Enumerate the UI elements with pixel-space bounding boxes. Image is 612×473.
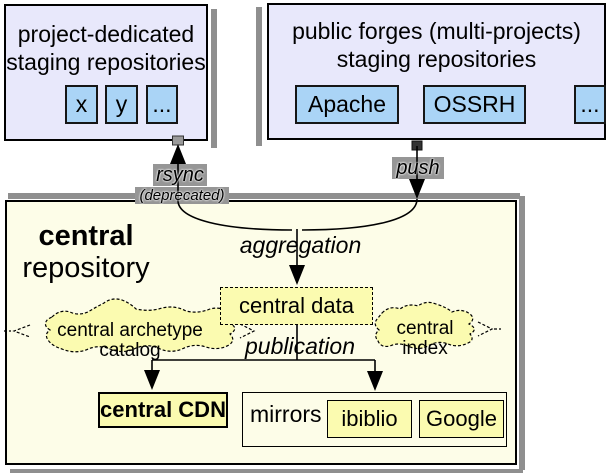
mirrors-box — [242, 392, 507, 447]
project-staging-title: project-dedicated staging repositories — [6, 20, 206, 76]
forge-ossrh: OSSRH — [423, 85, 526, 124]
public-forges-title-line2: staging repositories — [336, 46, 537, 72]
rsync-label-chip — [153, 164, 207, 186]
project-staging-title-line1: project-dedicated — [17, 21, 195, 47]
shadow-strip-central-right — [519, 196, 525, 470]
staging-repo-x: x — [65, 85, 98, 124]
push-label-chip — [392, 157, 444, 179]
central-data-node: central data — [220, 287, 373, 325]
shadow-strip-right-box — [256, 7, 262, 146]
central-archetype-catalog-label: central archetype catalog — [57, 320, 203, 361]
mirrors-label: mirrors — [250, 401, 322, 427]
shadow-strip-central-bottom — [10, 469, 523, 473]
staging-repo-y: y — [105, 85, 138, 124]
public-forges-title-line1: public forges (multi-projects) — [292, 18, 581, 44]
rsync-deprecated-label: (deprecated) — [139, 187, 225, 204]
central-title-line1: central — [38, 220, 134, 252]
project-staging-title-line2: staging repositories — [6, 49, 206, 75]
shadow-strip-left-box — [211, 9, 217, 148]
central-repository-title: central repository — [10, 220, 162, 284]
mirror-google-node: Google — [419, 400, 504, 438]
rsync-label: rsync — [156, 163, 204, 186]
rsync-arrowhead-icon — [170, 144, 186, 164]
shadow-strip-central-top — [8, 193, 520, 199]
publication-label: publication — [245, 333, 355, 359]
mirror-ibiblio-node: ibiblio — [327, 400, 412, 438]
push-endpoint-square — [411, 140, 423, 151]
push-label: push — [396, 156, 440, 179]
central-index-label: central index — [396, 318, 454, 359]
forge-more: ... — [574, 85, 606, 124]
aggregation-label: aggregation — [239, 232, 362, 258]
forge-apache: Apache — [295, 85, 399, 124]
central-title-line2: repository — [22, 252, 150, 284]
central-cdn-node: central CDN — [98, 392, 228, 428]
staging-repo-more: ... — [146, 85, 178, 124]
public-forges-title: public forges (multi-projects) staging r… — [269, 17, 604, 73]
